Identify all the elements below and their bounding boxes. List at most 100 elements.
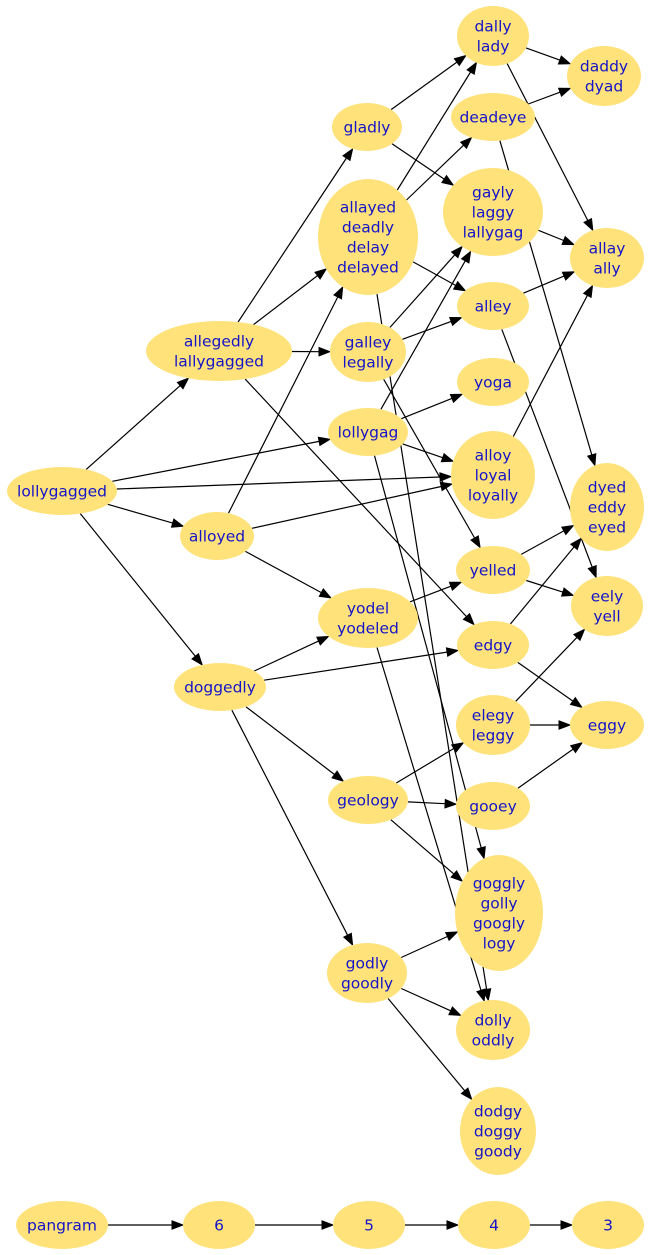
edge-line [245,550,322,594]
arrowhead [460,250,472,264]
edge-alloyed-to-yodel [245,550,333,599]
node-label: galley [345,334,392,352]
node-ellipse [456,782,530,830]
edge-allegedly-to-allayed [253,268,328,326]
edge-alloyed-to-alloy [251,481,454,529]
edge-line [396,71,472,191]
edge-n4-to-n3 [530,1220,574,1230]
graph-node-alley: alley [457,282,529,330]
arrowhead [569,741,584,754]
edge-alloy-to-allay [512,284,594,437]
node-label: oddly [472,1032,515,1050]
edge-doggedly-to-godly [231,709,354,947]
node-label: delay [347,239,389,257]
arrowhead [439,481,454,492]
graph-node-lollygagged: lollygagged [7,467,117,515]
edge-line [373,455,482,848]
edge-line [517,748,574,789]
graph-node-n6: 6 [183,1201,255,1249]
node-ellipse [451,93,535,141]
edge-lollygagged-to-alloyed [107,503,185,528]
edge-line [264,651,448,681]
node-label: googly [473,915,525,933]
edge-line [400,935,448,959]
node-label: allegedly [184,333,254,351]
edge-line [237,157,348,323]
edge-dally-to-daddy [525,47,572,65]
edge-line [85,385,181,470]
edge-line [79,513,196,657]
edge-line [401,987,451,1012]
graph-node-deadeye: deadeye [451,93,535,141]
node-label: allay [589,240,626,258]
graph-node-gooey: gooey [456,782,530,830]
edge-line [254,640,319,672]
node-label: lallygagged [174,353,264,371]
edge-line [227,296,339,514]
edge-godly-to-dodgy [387,998,473,1101]
arrowhead [445,647,460,657]
edge-line [390,61,458,111]
arrowhead [316,635,330,646]
graph-node-eggy: eggy [570,701,644,749]
edge-lollygagged-to-lollygag [112,436,332,482]
node-label: yodeled [337,620,399,638]
node-ellipse [570,701,644,749]
node-label: 4 [489,1217,499,1235]
node-ellipse [456,695,530,755]
node-label: yell [593,608,620,626]
node-label: yoga [474,374,512,392]
node-layer: lollygagged allegedly lallygagged alloyed do… [7,6,644,1249]
edge-line [407,801,446,805]
node-label: alloyed [189,528,245,546]
edge-elegy-to-eely [515,628,586,702]
node-label: geology [337,792,399,810]
edge-layer [79,47,597,1230]
arrowhead [314,268,328,280]
node-label: loyal [475,467,512,485]
node-label: goodly [341,975,393,993]
node-label: logy [483,935,516,953]
arrowhead [462,612,475,626]
graph-node-yelled: yelled [456,546,530,594]
graph-node-n4: 4 [458,1201,530,1249]
arrowhead [583,217,594,232]
arrowhead [191,652,204,667]
arrowhead [317,436,332,447]
edge-allayed-to-dally [396,61,478,191]
edge-line [406,144,465,201]
edge-allegedly-to-edgy [244,378,475,626]
node-ellipse [567,46,641,106]
arrowhead [561,524,575,536]
edge-line [538,229,564,242]
arrowhead [449,393,464,404]
arrowhead [450,742,465,753]
arrowhead [452,280,467,292]
edge-lollygagged-to-doggedly [79,513,204,667]
edge-gladly-to-gayly [391,143,455,186]
node-label: edgy [474,637,512,655]
edge-line [517,661,574,702]
node-label: 6 [214,1217,224,1235]
edge-line [506,63,589,221]
edge-gayly-to-allay [538,229,576,246]
graph-node-geology: geology [328,776,408,824]
edge-galley-to-alley [402,316,463,340]
node-label: dyad [585,78,623,96]
edge-alloyed-to-allayed [227,285,344,514]
edge-lollygag-to-alloy [402,443,455,463]
arrowhead [557,87,572,98]
node-label: godly [346,955,389,973]
node-label: yodel [347,600,389,618]
edge-line [526,579,563,593]
node-label: eddy [588,499,626,517]
edge-line [251,485,442,529]
node-ellipse [7,467,117,515]
node-label: goody [474,1143,522,1161]
node-label: allayed [340,199,396,217]
arrowhead [318,346,332,357]
node-label: dodgy [474,1103,522,1121]
